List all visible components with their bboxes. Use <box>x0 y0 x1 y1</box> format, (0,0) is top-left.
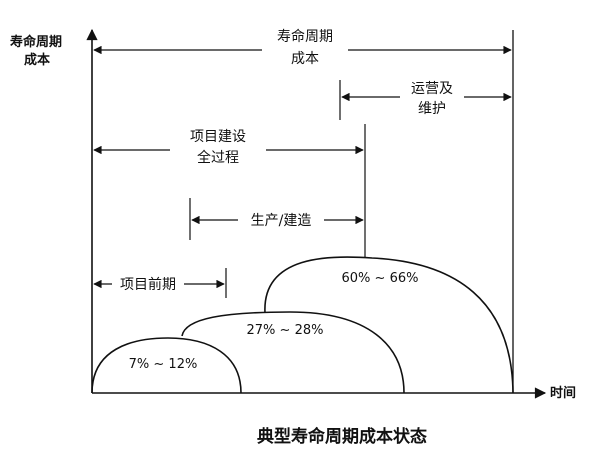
operation-cost-arc <box>264 256 514 394</box>
y-axis-label-line1: 寿命周期 <box>10 34 62 50</box>
production-span-label: 生产/建造 <box>251 213 312 229</box>
pre-project-cost-pct: 7% ~ 12% <box>129 357 198 372</box>
lifecycle-span-label-line1: 寿命周期 <box>277 28 333 45</box>
construction-cost-pct: 27% ~ 28% <box>247 323 324 338</box>
construction-full-span-label-line2: 全过程 <box>197 149 239 166</box>
lifecycle-span-label-line2: 成本 <box>291 51 319 67</box>
x-axis-label: 时间 <box>550 385 576 401</box>
y-axis-label-line2: 成本 <box>24 52 50 68</box>
operation-cost-pct: 60% ~ 66% <box>342 271 419 286</box>
diagram-caption: 典型寿命周期成本状态 <box>257 426 427 447</box>
pre-project-cost-arc <box>91 337 242 394</box>
construction-cost-arc <box>181 311 405 394</box>
pre-project-span-label: 项目前期 <box>120 276 176 293</box>
operation-span-label-line1: 运营及 <box>411 81 453 97</box>
operation-span-label-line2: 维护 <box>418 101 446 117</box>
construction-full-span-label-line1: 项目建设 <box>190 129 246 145</box>
